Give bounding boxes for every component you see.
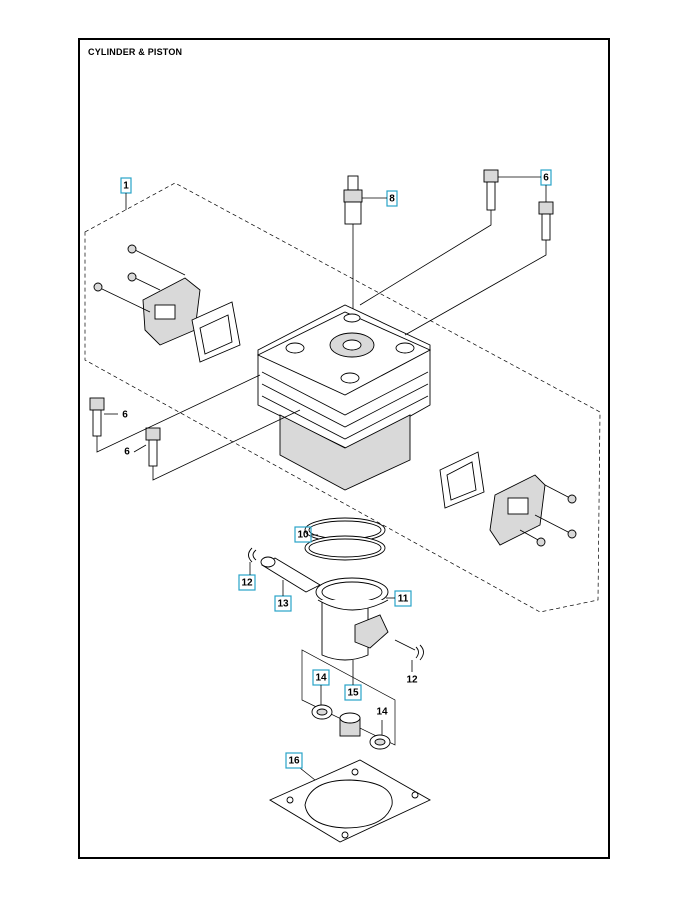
intake-flange xyxy=(142,277,241,363)
callout-6-left-1: 6 xyxy=(104,410,128,421)
thrust-washer-left xyxy=(311,704,333,720)
piston xyxy=(315,577,389,661)
svg-text:6: 6 xyxy=(543,173,549,184)
callout-15: 15 xyxy=(344,660,362,701)
cylinder-screw-top xyxy=(483,169,499,211)
needle-bearing xyxy=(339,712,361,737)
assembly-boundary xyxy=(84,182,601,613)
thrust-washer-right xyxy=(369,734,391,750)
svg-text:10: 10 xyxy=(297,530,309,541)
svg-text:11: 11 xyxy=(398,594,409,605)
circlip-right xyxy=(394,639,424,661)
diagram-title: CYLINDER & PISTON xyxy=(88,47,183,57)
cylinder-screw-left-1 xyxy=(89,397,105,437)
svg-text:12: 12 xyxy=(406,675,418,686)
svg-text:13: 13 xyxy=(277,599,289,610)
callout-12-right: 12 xyxy=(406,660,418,686)
cylinder xyxy=(256,304,432,491)
callout-16: 16 xyxy=(285,752,303,769)
callout-13: 13 xyxy=(274,580,292,612)
svg-text:14: 14 xyxy=(315,673,327,684)
svg-text:16: 16 xyxy=(288,756,300,767)
cylinder-screw-left-2 xyxy=(145,427,161,467)
svg-text:6: 6 xyxy=(122,410,128,421)
base-gasket xyxy=(269,759,431,843)
exhaust-flange xyxy=(439,451,546,546)
callout-14-left: 14 xyxy=(312,669,330,705)
svg-text:12: 12 xyxy=(241,578,253,589)
callout-1: 1 xyxy=(120,177,132,210)
bearing-group-bracket xyxy=(301,649,396,746)
callout-6-left-2: 6 xyxy=(124,444,147,458)
flange-screws-left xyxy=(93,244,186,313)
callout-8: 8 xyxy=(362,190,398,207)
diagram-frame xyxy=(78,38,610,859)
callout-12-left: 12 xyxy=(238,562,256,591)
callout-6-top: 6 xyxy=(498,169,552,202)
svg-text:15: 15 xyxy=(347,688,359,699)
callout-14-right: 14 xyxy=(376,707,388,735)
spark-plug xyxy=(343,175,363,330)
cylinder-screw-right xyxy=(538,201,554,241)
piston-rings xyxy=(304,517,386,561)
callout-11: 11 xyxy=(386,590,412,607)
svg-text:8: 8 xyxy=(389,194,395,205)
callout-10: 10 xyxy=(294,526,318,543)
flange-screws-right xyxy=(519,484,577,547)
svg-text:1: 1 xyxy=(123,181,129,192)
circlip-left xyxy=(248,547,257,563)
svg-text:14: 14 xyxy=(376,707,388,718)
piston-pin xyxy=(260,556,321,593)
svg-text:6: 6 xyxy=(124,447,130,458)
